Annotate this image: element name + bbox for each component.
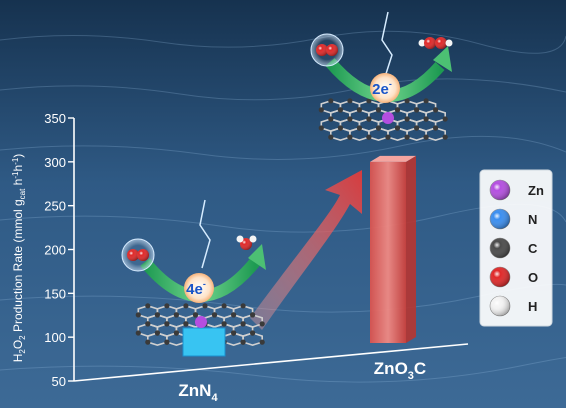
h2o-molecule-icon <box>236 235 257 250</box>
electron-count-label: 2e- <box>372 79 392 98</box>
x-category-label: ZnN4 <box>178 381 218 404</box>
y-tick-label: 100 <box>44 330 66 345</box>
y-axis-title-part: H <box>11 354 25 363</box>
legend-label: H <box>528 299 537 314</box>
y-tick-label: 350 <box>44 111 66 126</box>
y-axis-title-sup: -1 <box>11 157 20 165</box>
y-axis-title-sub: 2 <box>18 335 27 340</box>
y-tick-label: 300 <box>44 155 66 170</box>
lightning-icon <box>199 199 211 269</box>
electron-badge <box>184 273 214 303</box>
y-tick-label: 200 <box>44 243 66 258</box>
y-tick-label: 250 <box>44 199 66 214</box>
lightning-icon <box>381 11 393 81</box>
zn-atom-icon <box>195 316 207 328</box>
bar-top <box>370 155 416 162</box>
zn-atom-icon <box>382 112 394 124</box>
y-axis-title-sub: cat <box>18 188 27 199</box>
znn4-catalyst-illustration: 4e- <box>121 199 266 357</box>
y-tick-label: 150 <box>44 286 66 301</box>
znn4-base-block <box>182 327 226 357</box>
y-axis-title-sub: 2 <box>18 349 27 354</box>
arrow-head-icon <box>433 46 452 72</box>
y-axis-title-part: O <box>11 340 25 349</box>
bar <box>370 161 406 343</box>
trend-arrow <box>250 170 362 330</box>
x-category-label: ZnO3C <box>374 359 426 382</box>
x-axis-line <box>73 343 469 382</box>
electron-count-label: 4e- <box>186 279 206 298</box>
legend-label: C <box>528 241 538 256</box>
y-axis-title: H2O2 Production Rate (mmol gcat h-1h-1) <box>11 154 27 363</box>
y-tick-label: 50 <box>52 374 66 389</box>
legend-label: Zn <box>528 183 544 198</box>
y-axis-title-part: h <box>11 179 25 189</box>
bar-side <box>406 155 416 343</box>
y-axis-title-part: h <box>11 165 25 172</box>
electron-badge <box>370 73 400 103</box>
h2o2-molecule-icon <box>418 37 453 49</box>
zno3c-catalyst-illustration: 2e- <box>310 11 453 141</box>
water-ripples <box>0 30 566 383</box>
y-axis-title-part: Production Rate (mmol g <box>11 199 25 335</box>
legend-label: N <box>528 212 537 227</box>
legend-label: O <box>528 270 538 285</box>
arrow-head-icon <box>248 244 266 270</box>
y-axis-title-sup: -1 <box>11 171 20 179</box>
y-axis-title-part: ) <box>11 154 25 158</box>
